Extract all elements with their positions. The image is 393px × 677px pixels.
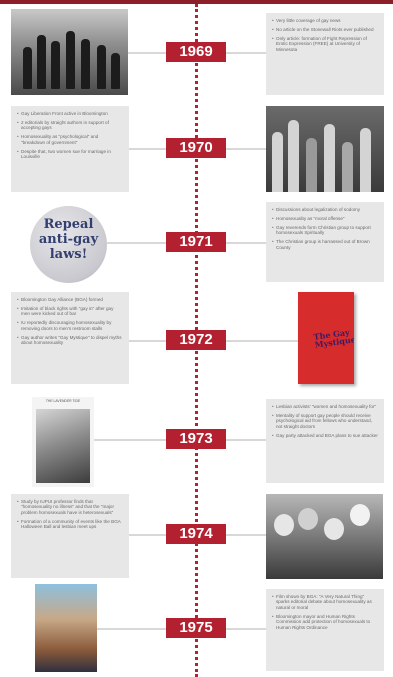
notes-card-1969: Very little coverage of gay news No arti… bbox=[266, 13, 384, 95]
note-1970-4: Despite that, two women sue for marriage… bbox=[17, 149, 123, 160]
year-badge-1974: 1974 bbox=[166, 524, 226, 544]
note-1975-1: Film shown by BGA: "A Very Natural Thing… bbox=[272, 594, 378, 610]
photo-1974-group bbox=[266, 494, 383, 579]
note-1973-1: Lesbian activists' "women and homosexual… bbox=[272, 404, 378, 410]
note-1971-1: Discussions about legalization of sodomy bbox=[272, 207, 378, 213]
year-badge-1975: 1975 bbox=[166, 618, 226, 638]
notes-card-1974: Study by IUPUI professor finds that "hom… bbox=[11, 494, 129, 578]
film-poster-1975 bbox=[35, 584, 97, 672]
note-1971-2: Homosexuality as "moral offense" bbox=[272, 216, 378, 222]
note-1970-3: Homosexuality as "psychological" and "br… bbox=[17, 134, 123, 145]
repeal-button-image: Repeal anti-gay laws! bbox=[30, 206, 107, 283]
note-1969-2: No article on the Stonewall Riots ever p… bbox=[272, 27, 378, 33]
notes-card-1970: Gay Liberation Front active in Bloomingt… bbox=[11, 106, 129, 192]
note-1973-3: Gay party attacked and BGA plans to sue … bbox=[272, 433, 378, 439]
year-badge-1970: 1970 bbox=[166, 138, 226, 158]
year-badge-1971: 1971 bbox=[166, 232, 226, 252]
year-badge-1973: 1973 bbox=[166, 429, 226, 449]
year-badge-1969: 1969 bbox=[166, 42, 226, 62]
clipping-header: THE LAVENDER TIDE bbox=[45, 399, 81, 403]
note-1975-2: Bloomington mayor and Human Rights Commi… bbox=[272, 614, 378, 630]
note-1974-2: Formation of a community of events like … bbox=[17, 519, 123, 530]
note-1972-2: Imitation of black rights with "gay in" … bbox=[17, 306, 123, 317]
note-1972-4: Gay author writes "Gay Mystique" to disp… bbox=[17, 335, 123, 346]
notes-card-1972: Bloomington Gay Alliance (BGA) formed Im… bbox=[11, 292, 129, 384]
year-badge-1972: 1972 bbox=[166, 330, 226, 350]
note-1969-1: Very little coverage of gay news bbox=[272, 18, 378, 24]
notes-card-1971: Discussions about legalization of sodomy… bbox=[266, 202, 384, 282]
note-1970-2: 2 editorials by straight authors in supp… bbox=[17, 120, 123, 131]
note-1973-2: Mentality of support gay people should r… bbox=[272, 413, 378, 429]
top-bar bbox=[0, 0, 393, 4]
note-1970-1: Gay Liberation Front active in Bloomingt… bbox=[17, 111, 123, 117]
book-title: The Gay Mystique bbox=[312, 326, 354, 350]
note-1974-1: Study by IUPUI professor finds that "hom… bbox=[17, 499, 123, 515]
note-1972-1: Bloomington Gay Alliance (BGA) formed bbox=[17, 297, 123, 303]
note-1969-3: Only article: formation of Fight Repress… bbox=[272, 36, 378, 52]
notes-card-1975: Film shown by BGA: "A Very Natural Thing… bbox=[266, 589, 384, 671]
note-1972-3: IU reportedly discouraging homosexuality… bbox=[17, 320, 123, 331]
book-cover-gay-mystique: The Gay Mystique bbox=[298, 292, 354, 384]
clipping-1973: THE LAVENDER TIDE bbox=[32, 397, 94, 487]
note-1971-3: Gay reverends form Christian group to su… bbox=[272, 225, 378, 236]
notes-card-1973: Lesbian activists' "women and homosexual… bbox=[266, 399, 384, 483]
photo-1969-crowd bbox=[11, 9, 128, 95]
clipping-photo bbox=[36, 409, 90, 483]
note-1971-4: The Christian group is harrassed out of … bbox=[272, 239, 378, 250]
photo-1970-group bbox=[266, 106, 384, 192]
